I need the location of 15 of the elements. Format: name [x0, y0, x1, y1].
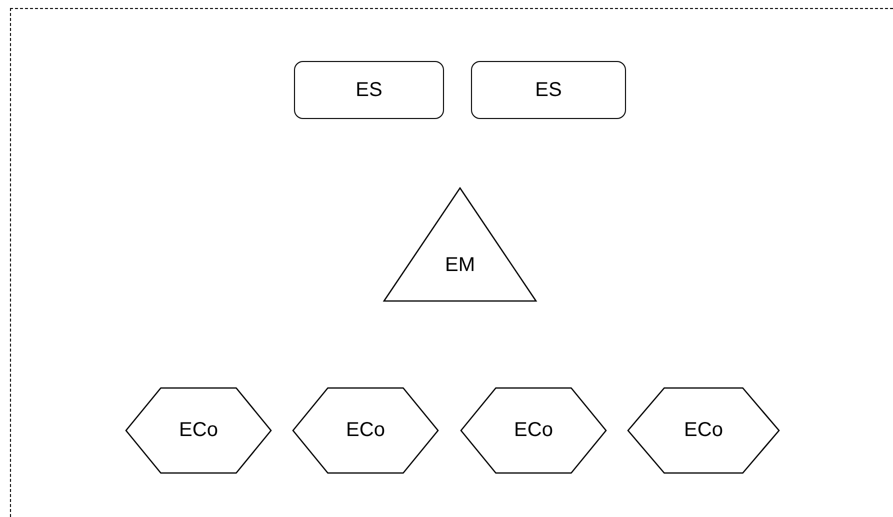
hexagon-node — [628, 388, 779, 473]
node-label: ECo — [684, 418, 723, 442]
rounded-box — [294, 61, 444, 119]
hexagon-node — [461, 388, 606, 473]
group-boundary — [10, 8, 893, 517]
node-label: ES — [356, 79, 382, 102]
node-label: ECo — [346, 418, 385, 442]
node-label: ECo — [514, 418, 553, 442]
hexagon-node — [126, 388, 271, 473]
rounded-box — [471, 61, 626, 119]
node-label: ECo — [179, 418, 218, 442]
node-label: ES — [535, 79, 562, 102]
hexagon-node — [293, 388, 438, 473]
triangle-node — [384, 188, 536, 301]
node-label: EM — [445, 254, 475, 277]
